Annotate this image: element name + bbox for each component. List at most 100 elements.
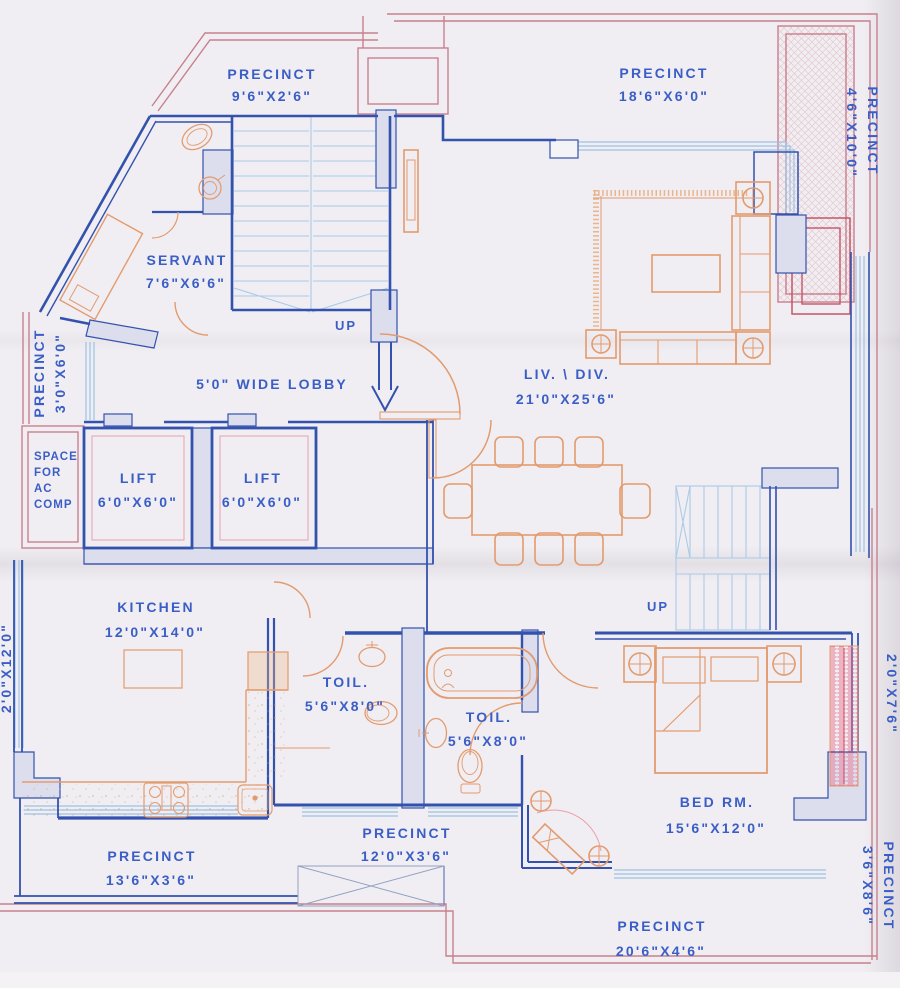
lamp-cross-nightstand-right (773, 653, 795, 675)
lift2-door-tab (227, 413, 257, 427)
label-lobby: 5'0" WIDE LOBBY (196, 376, 348, 392)
label-ac-space-3: AC (34, 483, 53, 495)
xbrace-diagonals (297, 865, 445, 907)
stair-rear-break-lines (675, 485, 691, 559)
lamp-cross-top (743, 188, 763, 208)
servant-wc-inner (186, 128, 208, 146)
servant-bed-pillow (68, 283, 100, 312)
bathtub-inner (433, 654, 531, 692)
dining-chair (574, 436, 604, 468)
servant-bed (59, 213, 144, 321)
label-kitchen: KITCHEN (117, 599, 195, 615)
stair-main-treads-left (234, 130, 309, 297)
window-right-boundary (855, 256, 865, 552)
toilet1-tap (366, 641, 378, 648)
sofa-right-cushions (739, 216, 770, 330)
label-precinct-bottom-right-dim: 20'6"X4'6" (616, 943, 706, 959)
side-table-top (735, 181, 771, 215)
speaker-cross-upper (531, 791, 551, 811)
stair-rear-landing (676, 557, 770, 575)
furniture (22, 123, 859, 876)
xbrace-outline (297, 865, 445, 907)
dining-chair (534, 532, 564, 566)
stove-burner (173, 786, 185, 798)
precinct-outline-top-right (387, 13, 878, 960)
window-living-top (578, 141, 795, 212)
label-precinct-right-lower-dim: 3'6"X8'6" (860, 846, 876, 926)
dining-chair (494, 436, 524, 468)
stove-burner (149, 802, 161, 814)
terrace-border-outer (777, 25, 855, 303)
door-arc-toilet2 (469, 702, 523, 756)
label-lift1: LIFT (120, 470, 158, 486)
precinct-outline-bottom-inner (0, 910, 871, 964)
servant-wc (181, 123, 213, 151)
wall-block-living-right (775, 214, 807, 274)
toilet1-wc (364, 700, 398, 726)
planter-top-outer (357, 47, 449, 115)
label-dim-left: 2'0"X12'0" (0, 623, 14, 713)
sofa-bottom-cushions (620, 339, 736, 364)
wall-lift1 (82, 426, 194, 550)
door-leaf-lobby-dining (428, 419, 437, 479)
wall-block-stair-rear-header (761, 467, 839, 489)
ac-space-inner (27, 431, 79, 543)
dining-chair (443, 483, 473, 519)
toilet2-wc-tank (460, 783, 481, 794)
kitchen-counter-speckle-right (248, 692, 286, 780)
dining-chair (494, 532, 524, 566)
paper-margin-bottom (0, 972, 900, 988)
wall-block-between-toilets (401, 627, 425, 809)
wall-diagonal-inner (46, 120, 157, 317)
niche-living-right (753, 151, 799, 215)
precinct-outline-left (22, 312, 30, 424)
servant-tap (217, 174, 226, 181)
wall-left-boundary (13, 560, 23, 752)
label-precinct-top-left: PRECINCT (227, 66, 316, 82)
lounge-arc (536, 809, 602, 852)
wall-stair-rear-right (769, 486, 777, 630)
lamp-cross-left (592, 335, 610, 353)
lift1-inner-line (91, 435, 185, 541)
wall-bedroom-bottom-left (521, 805, 612, 869)
door-arc-main-entry (379, 333, 461, 415)
wall-bottom-left-boundary (14, 798, 298, 904)
paper-fold-shadow-2 (0, 330, 900, 352)
stove (143, 782, 189, 818)
window-sill-block (549, 139, 579, 159)
label-toilet1: TOIL. (323, 674, 370, 690)
wall-lift2 (210, 426, 318, 550)
wall-band-below-lifts (83, 547, 434, 565)
walls (13, 114, 870, 906)
precinct-outline-top-left-inner (157, 39, 378, 112)
lift1-door-tab (103, 413, 133, 427)
stair-rear-treads-bottom (689, 574, 761, 630)
label-kitchen-dim: 12'0"X14'0" (105, 624, 205, 640)
side-table-corner (735, 331, 771, 365)
label-precinct-left: PRECINCT (31, 328, 47, 417)
label-lift1-dim: 6'0"X6'0" (98, 494, 178, 510)
wall-diagonal-outer (38, 115, 152, 313)
xbrace-box (297, 865, 445, 907)
dining-chair (534, 436, 564, 468)
nightstand-left (623, 645, 657, 683)
servant-sink (198, 176, 222, 200)
precinct-outlines (0, 13, 878, 964)
planter-top-links (362, 16, 445, 48)
lamp-cross-nightstand-left (629, 653, 651, 675)
kitchen-sink-inner (241, 788, 269, 812)
toilet1-wc-inner (366, 704, 390, 722)
label-living-dim: 21'0"X25'6" (516, 391, 616, 407)
bed-pillow-right (710, 656, 759, 682)
label-precinct-right-upper: PRECINCT (865, 86, 881, 175)
label-toilet2-dim: 5'6"X8'0" (448, 733, 528, 749)
bed-fold-lines (655, 648, 701, 732)
stove-burner (149, 786, 161, 798)
wall-stair-main (230, 116, 392, 312)
wall-block-between-lifts (191, 427, 213, 549)
door-arc-toilet1 (302, 635, 344, 677)
door-arc-bedroom (542, 632, 599, 689)
tv-unit-inner (406, 159, 416, 221)
label-bedroom-dim: 15'6"X12'0" (666, 820, 766, 836)
